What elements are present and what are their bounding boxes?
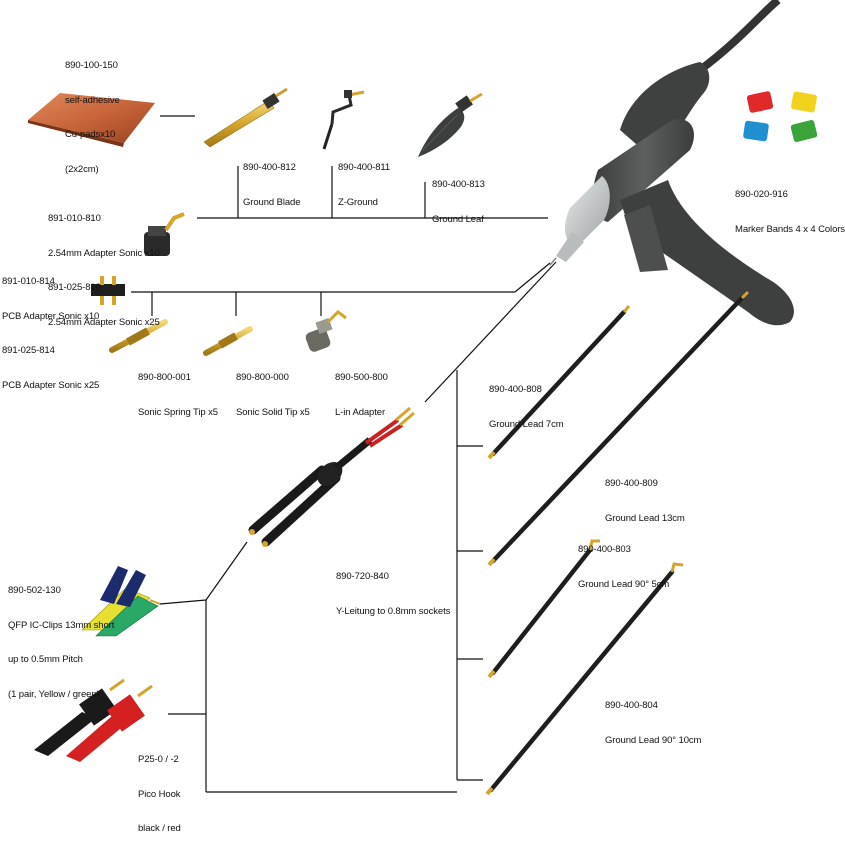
pcb-adapter-name-1: PCB Adapter Sonic x10 [2, 310, 100, 322]
accessories-diagram [28, 0, 818, 796]
qfp-clips-line-2: QFP IC-Clips 13mm short [8, 619, 115, 631]
copper-pad-image [28, 93, 155, 147]
label-y-leitung: 890-720-840 Y-Leitung to 0.8mm sockets [336, 548, 450, 629]
qfp-clips-image [81, 566, 161, 637]
ground-blade-name: Ground Blade [243, 196, 301, 208]
label-pcb-adapter: 891-010-814 PCB Adapter Sonic x10 891-02… [2, 253, 99, 403]
ground-blade-part: 890-400-812 [243, 162, 296, 173]
label-cu-pads: 890-100-150 self-adhesive Cu-padsx10 (2x… [65, 37, 120, 187]
pcb-adapter-part-2: 891-025-814 [2, 345, 55, 356]
y-leitung-image [248, 406, 415, 547]
y-leitung-name: Y-Leitung to 0.8mm sockets [336, 605, 451, 617]
marker-bands-part: 890-020-916 [735, 189, 788, 200]
cu-pads-line-4: (2x2cm) [65, 163, 99, 175]
ground-lead-90-10cm-name: Ground Lead 90° 10cm [605, 734, 702, 746]
cu-pads-line-2: self-adhesive [65, 94, 120, 106]
solid-tip-name: Sonic Solid Tip x5 [236, 406, 310, 418]
ground-lead-90-5cm-part: 890-400-803 [578, 544, 631, 555]
pico-hook-name: Pico Hook [138, 788, 181, 800]
qfp-clips-part: 890-502-130 [8, 585, 61, 596]
label-ground-lead-13cm: 890-400-809 Ground Lead 13cm [605, 455, 685, 536]
l-in-adapter-image [305, 310, 347, 352]
marker-bands-image [743, 91, 818, 142]
ground-lead-90-10cm-part: 890-400-804 [605, 700, 658, 711]
label-solid-tip: 890-800-000 Sonic Solid Tip x5 [236, 349, 310, 430]
ground-leaf-name: Ground Leaf [432, 213, 484, 225]
label-spring-tip: 890-800-001 Sonic Spring Tip x5 [138, 349, 218, 430]
ground-lead-7cm-part: 890-400-808 [489, 384, 542, 395]
spring-tip-name: Sonic Spring Tip x5 [138, 406, 218, 418]
ground-lead-90-5cm-name: Ground Lead 90° 5cm [578, 578, 670, 590]
label-ground-lead-90-5cm: 890-400-803 Ground Lead 90° 5cm [578, 521, 669, 602]
pico-hook-image [34, 678, 153, 762]
spring-tip-image [109, 319, 168, 353]
z-ground-name: Z-Ground [338, 196, 378, 208]
solid-tip-part: 890-800-000 [236, 372, 289, 383]
label-ground-blade: 890-400-812 Ground Blade [243, 139, 301, 220]
adapter-sonic-image [144, 212, 185, 256]
pcb-adapter-image [91, 276, 125, 305]
l-in-adapter-part: 890-500-800 [335, 372, 388, 383]
label-pico-hook: P25-0 / -2 Pico Hook black / red [138, 731, 181, 846]
qfp-clips-line-3: up to 0.5mm Pitch [8, 654, 83, 665]
label-ground-leaf: 890-400-813 Ground Leaf [432, 156, 485, 237]
adapter-sonic-name-1: 2.54mm Adapter Sonic x10 [48, 247, 160, 259]
z-ground-part: 890-400-811 [338, 162, 391, 173]
label-marker-bands: 890-020-916 Marker Bands 4 x 4 Colors [735, 166, 845, 247]
label-adapter-sonic: 891-010-810 2.54mm Adapter Sonic x10 891… [48, 190, 160, 340]
label-z-ground: 890-400-811 Z-Ground [338, 139, 390, 220]
label-l-in-adapter: 890-500-800 L-in Adapter [335, 349, 388, 430]
y-leitung-part: 890-720-840 [336, 571, 389, 582]
ground-lead-13cm-part: 890-400-809 [605, 478, 658, 489]
solid-tip-image [203, 326, 253, 356]
pcb-adapter-part-1: 891-010-814 [2, 276, 55, 287]
ground-lead-13cm-image [487, 290, 750, 567]
label-ground-lead-7cm: 890-400-808 Ground Lead 7cm [489, 361, 564, 442]
z-ground-image [322, 90, 365, 150]
ground-lead-90-10cm-image [485, 562, 684, 796]
pico-hook-part: P25-0 / -2 [138, 754, 179, 765]
probe-image [549, 0, 794, 326]
l-in-adapter-name: L-in Adapter [335, 406, 386, 418]
cu-pads-line-3: Cu-padsx10 [65, 129, 116, 140]
label-ground-lead-90-10cm: 890-400-804 Ground Lead 90° 10cm [605, 677, 701, 758]
ground-lead-90-5cm-image [487, 539, 600, 679]
label-qfp-clips: 890-502-130 QFP IC-Clips 13mm short up t… [8, 562, 114, 712]
ground-leaf-image [418, 92, 483, 157]
ground-blade-image [203, 87, 288, 148]
ground-lead-7cm-image [487, 305, 631, 460]
connector-lines [131, 115, 557, 793]
ground-lead-13cm-name: Ground Lead 13cm [605, 512, 685, 524]
adapter-sonic-part-2: 891-025-810 [48, 282, 101, 293]
spring-tip-part: 890-800-001 [138, 372, 191, 383]
ground-leaf-part: 890-400-813 [432, 179, 485, 190]
pico-hook-colors: black / red [138, 823, 181, 834]
pcb-adapter-name-2: PCB Adapter Sonic x25 [2, 379, 100, 391]
adapter-sonic-name-2: 2.54mm Adapter Sonic x25 [48, 316, 160, 328]
marker-bands-name: Marker Bands 4 x 4 Colors [735, 223, 845, 235]
cu-pads-part: 890-100-150 [65, 60, 118, 71]
qfp-clips-line-4: (1 pair, Yellow / green) [8, 688, 100, 700]
ground-lead-7cm-name: Ground Lead 7cm [489, 418, 564, 430]
adapter-sonic-part-1: 891-010-810 [48, 213, 101, 224]
